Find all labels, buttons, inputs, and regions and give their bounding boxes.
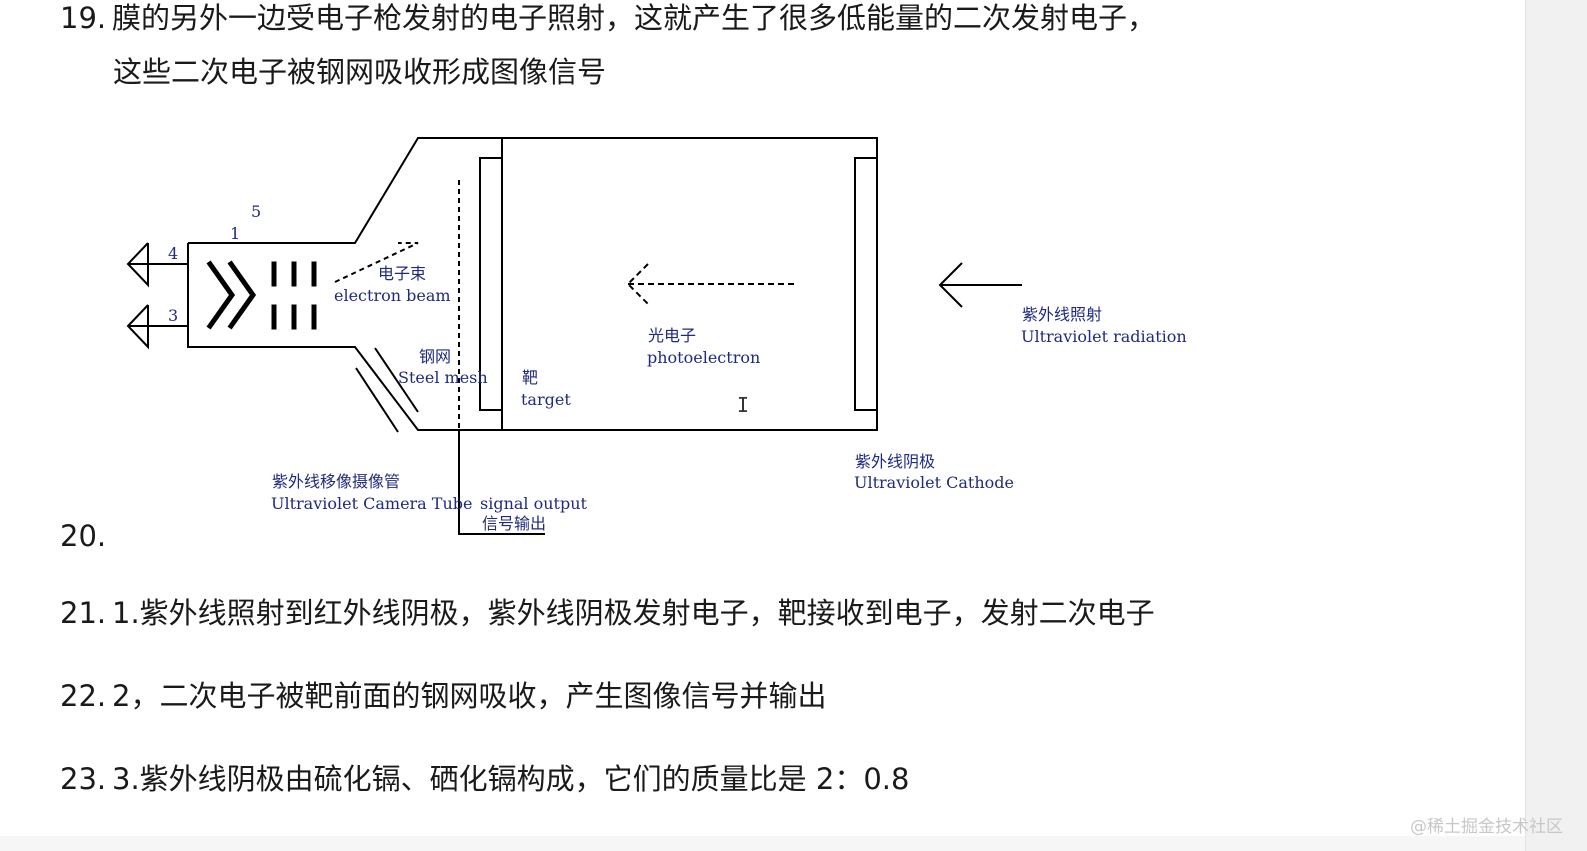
label-target-cn: 靶 — [522, 368, 539, 387]
pin-3-arrow — [126, 304, 149, 350]
item-number: 21. — [60, 596, 107, 630]
list-item-20: 20. — [60, 518, 112, 554]
watermark: @稀土掘金技术社区 — [1410, 817, 1563, 837]
list-item-21: 21.1.紫外线照射到红外线阴极，紫外线阴极发射电子，靶接收到电子，发射二次电子 — [60, 595, 1155, 631]
list-item-23: 23.3.紫外线阴极由硫化镉、硒化镉构成，它们的质量比是 2：0.8 — [60, 761, 909, 797]
list-item-22: 22.2，二次电子被靶前面的钢网吸收，产生图像信号并输出 — [60, 678, 826, 714]
label-electron-beam-en: electron beam — [334, 286, 451, 305]
uv-arrow-head — [938, 262, 963, 308]
deflector-1 — [374, 347, 419, 413]
uv-camera-tube-diagram — [126, 137, 1022, 535]
label-uv-radiation-cn: 紫外线照射 — [1022, 305, 1103, 324]
label-photoelectron-cn: 光电子 — [648, 326, 697, 345]
label-target-en: target — [521, 390, 571, 409]
label-electron-beam-cn: 电子束 — [378, 264, 427, 283]
label-uv-radiation-en: Ultraviolet radiation — [1021, 327, 1187, 346]
bottom-strip — [0, 836, 1525, 851]
cathode-plate — [854, 157, 878, 411]
item-text: 2，二次电子被靶前面的钢网吸收，产生图像信号并输出 — [112, 679, 827, 713]
scrollbar-gutter[interactable] — [1525, 0, 1587, 851]
deflector-2 — [355, 367, 399, 433]
label-camera-tube-cn: 紫外线移像摄像管 — [272, 472, 401, 491]
label-1: 1 — [230, 224, 241, 243]
list-item-19-continuation: 这些二次电子被钢网吸收形成图像信号 — [113, 55, 607, 89]
gun-chevron-2 — [227, 260, 257, 330]
label-4: 4 — [168, 244, 179, 263]
label-signal-output-en: signal output — [480, 494, 587, 513]
electron-beam-dashes — [334, 242, 419, 283]
pin-4-arrow — [126, 242, 149, 288]
item-number: 23. — [60, 762, 107, 796]
item-text: 1.紫外线照射到红外线阴极，紫外线阴极发射电子，靶接收到电子，发射二次电子 — [112, 596, 1155, 630]
label-photoelectron-en: photoelectron — [647, 348, 761, 367]
label-5: 5 — [251, 202, 262, 221]
item-number: 22. — [60, 679, 107, 713]
gun-chevron-1 — [206, 260, 236, 330]
item-number: 19. — [60, 1, 107, 35]
label-steel-mesh-cn: 钢网 — [419, 347, 452, 366]
item-text: 膜的另外一边受电子枪发射的电子照射，这就产生了很多低能量的二次发射电子， — [112, 1, 1157, 35]
list-item-19: 19.膜的另外一边受电子枪发射的电子照射，这就产生了很多低能量的二次发射电子， — [60, 0, 1156, 36]
label-signal-output-cn: 信号输出 — [482, 514, 547, 533]
label-steel-mesh-en: Steel mesh — [398, 368, 488, 387]
text-cursor-icon: I — [737, 393, 750, 417]
item-text: 3.紫外线阴极由硫化镉、硒化镉构成，它们的质量比是 2：0.8 — [112, 762, 910, 796]
label-cathode-en: Ultraviolet Cathode — [854, 473, 1014, 492]
signal-output-wire — [458, 430, 545, 535]
item-number: 20. — [60, 519, 107, 553]
tube-outline-top — [187, 137, 878, 431]
label-cathode-cn: 紫外线阴极 — [855, 452, 936, 471]
label-3: 3 — [168, 306, 179, 325]
label-camera-tube-en: Ultraviolet Camera Tube — [271, 494, 473, 513]
